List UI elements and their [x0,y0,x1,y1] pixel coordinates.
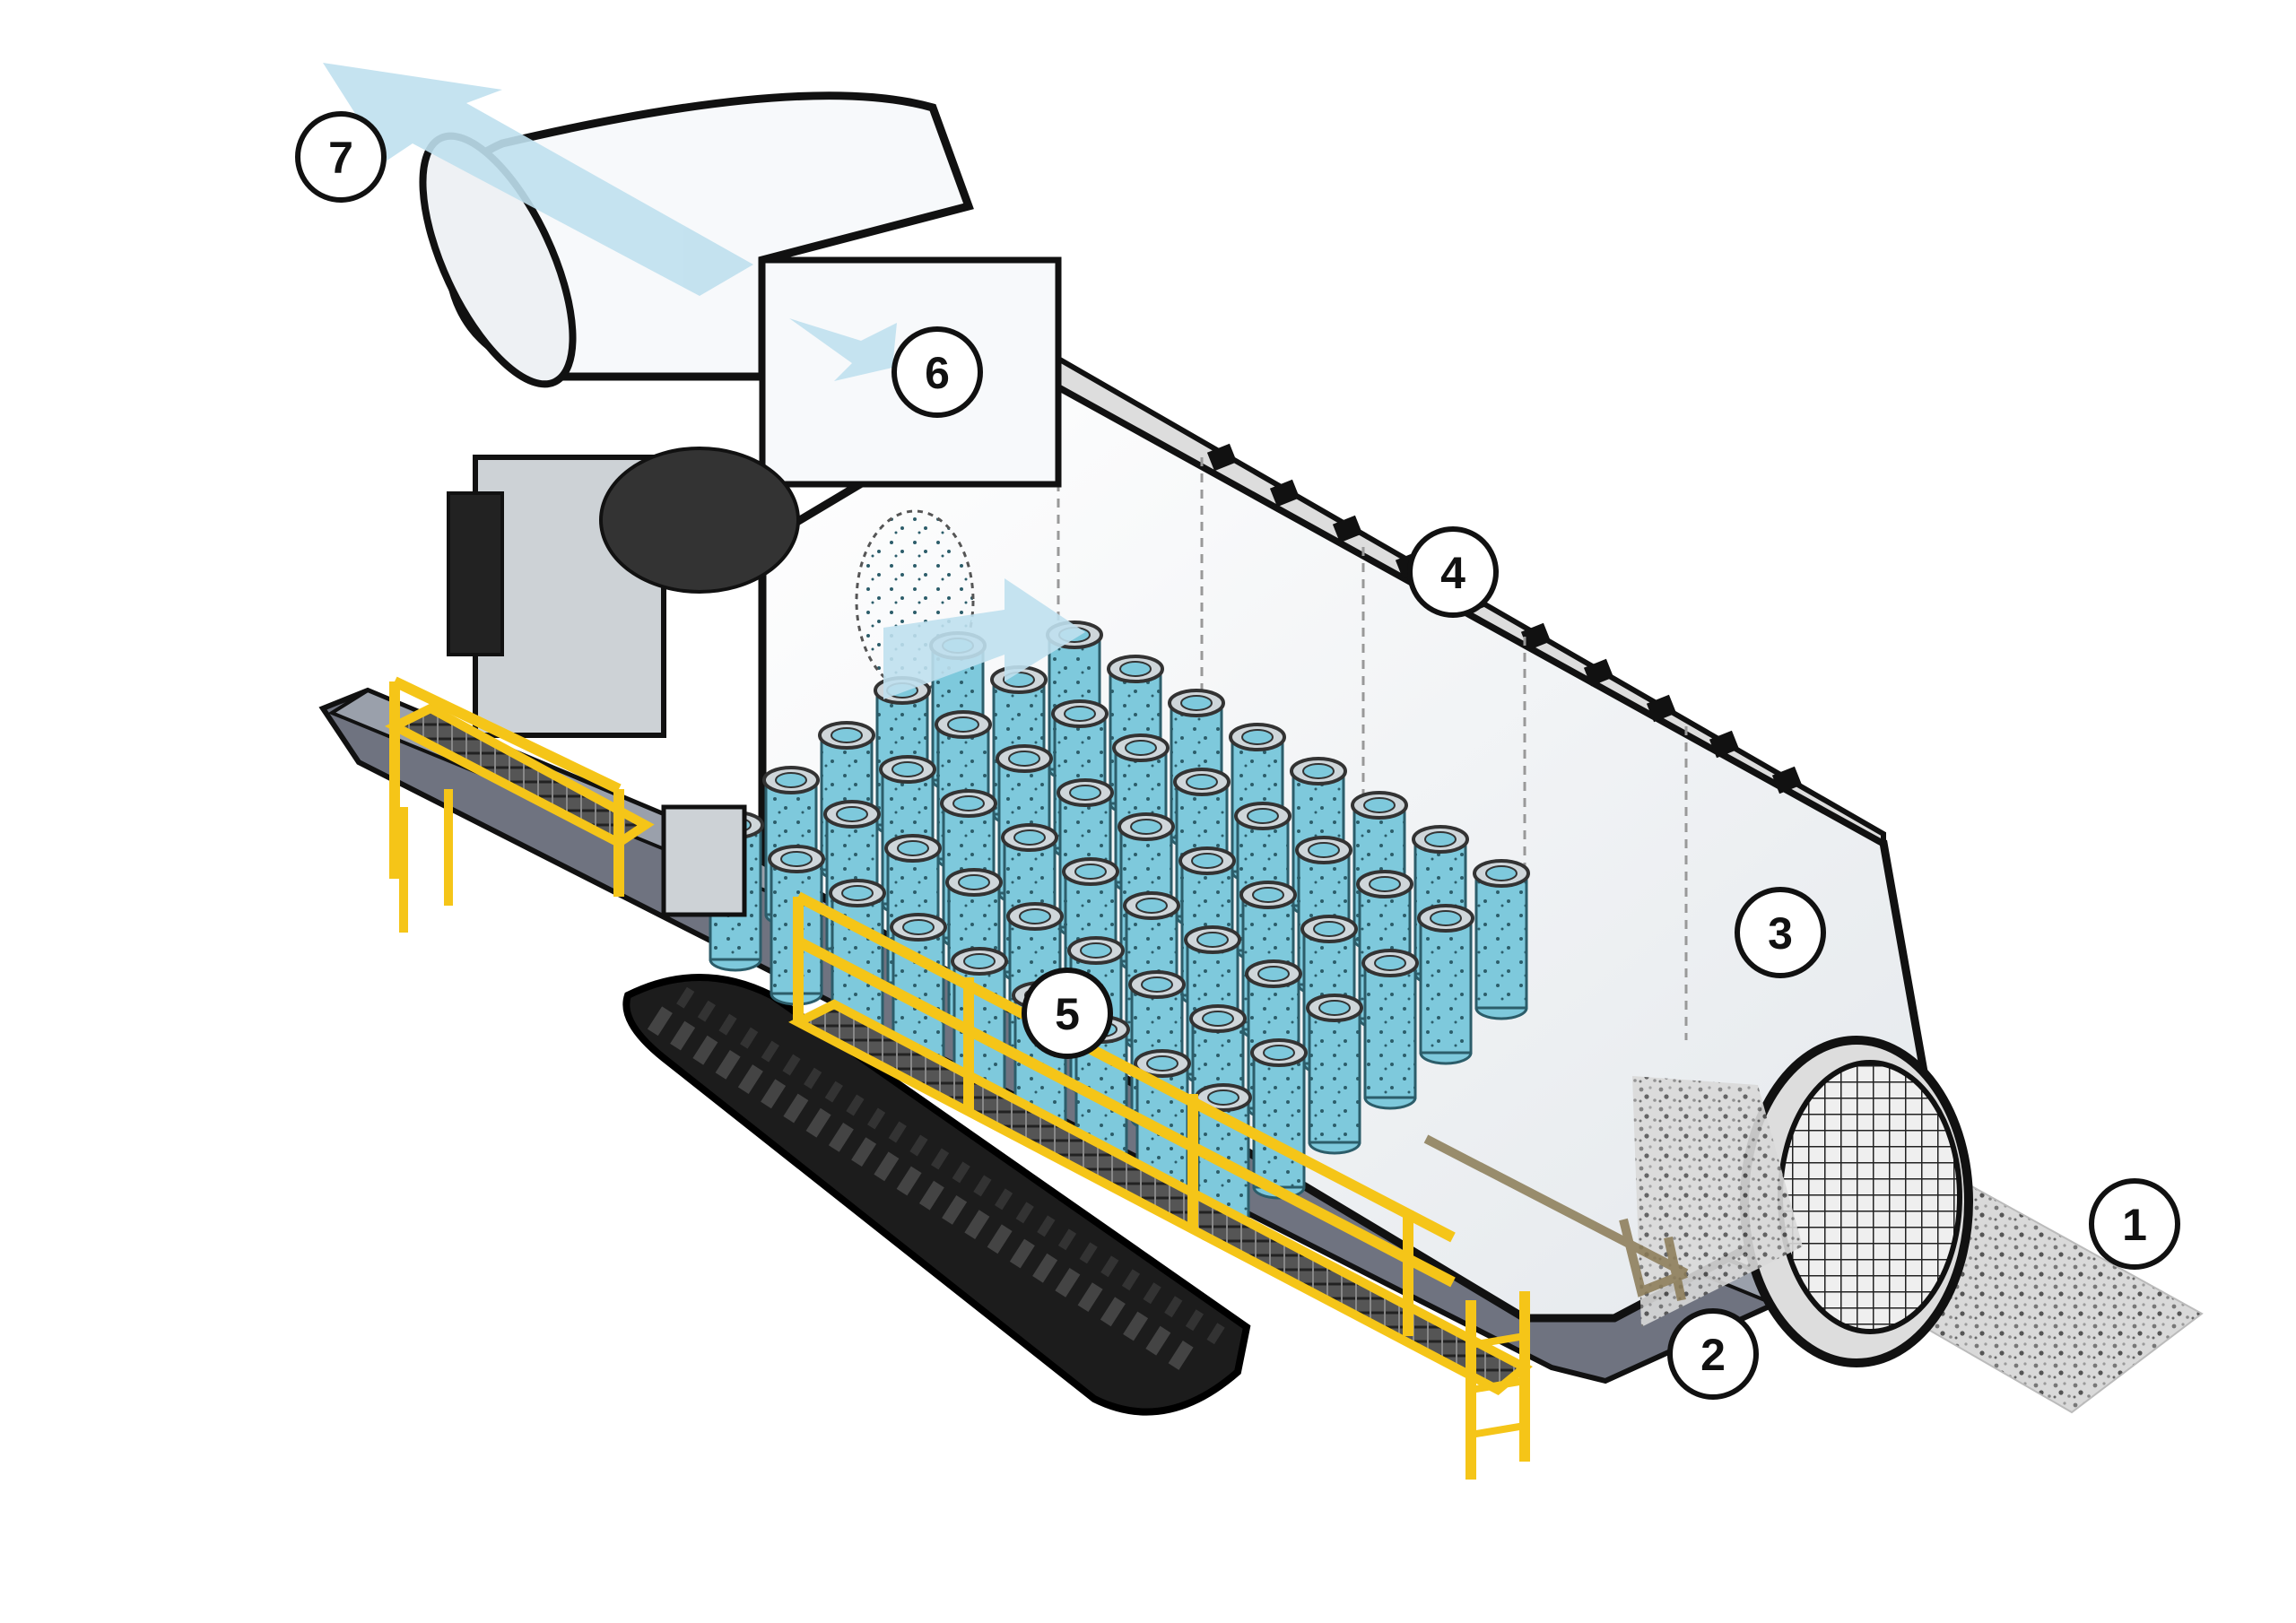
callout-2: 2 [1667,1308,1759,1400]
svg-text:1: 1 [2122,1200,2147,1250]
callout-3: 3 [1735,887,1826,978]
service-walkway-rear [384,676,655,933]
material-flow-icon [1423,1134,1689,1302]
callout-7: 7 [295,111,387,203]
callout-4: 4 [1407,526,1499,618]
crawler-track [622,974,1251,1416]
filter-cartridge [1361,949,1419,1110]
svg-text:4: 4 [1440,548,1465,598]
svg-text:5: 5 [1055,989,1080,1039]
filter-cartridge [1306,994,1363,1155]
fan-motor [447,447,800,917]
svg-text:2: 2 [1700,1330,1726,1380]
airflow-arrow-icon [323,63,1085,699]
svg-text:7: 7 [328,133,353,183]
filter-cartridge [1417,904,1474,1065]
intake-grille [1740,1036,1973,1367]
callout-6: 6 [891,326,983,418]
svg-text:3: 3 [1768,908,1793,959]
filter-cartridge-array [707,621,1530,1245]
filter-cartridge [1473,859,1530,1020]
callout-1: 1 [2089,1178,2180,1270]
filter-cartridge [1250,1038,1308,1200]
service-walkway-front [788,891,1533,1480]
callout-5: 5 [1022,968,1113,1059]
svg-text:6: 6 [925,348,950,398]
